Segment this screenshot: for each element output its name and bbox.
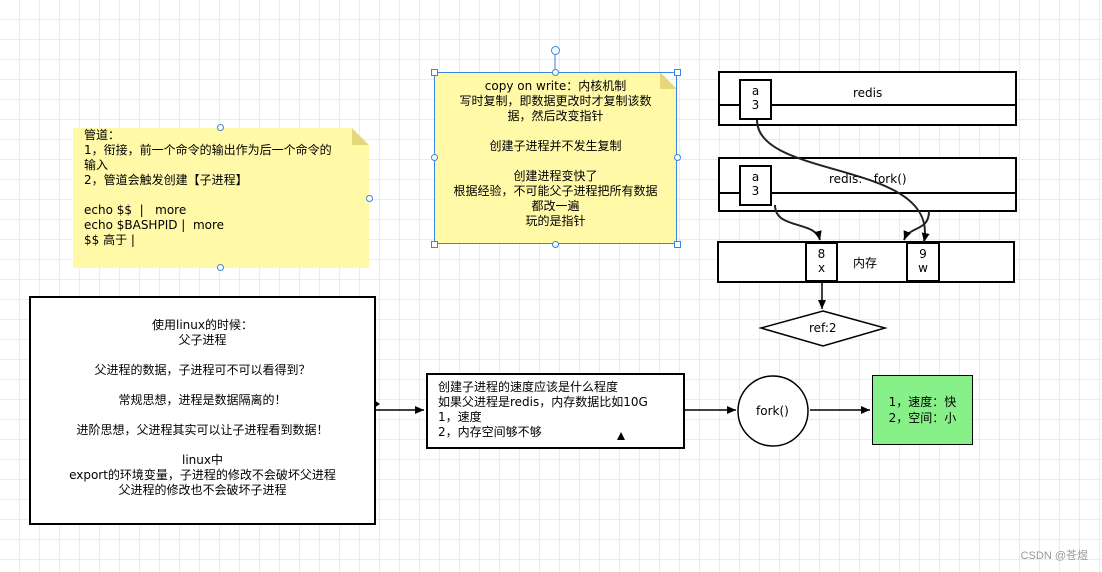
redis-child-title: redis: fork() xyxy=(829,172,907,186)
redis-parent-cell[interactable]: a 3 xyxy=(739,79,772,120)
result-box[interactable]: 1，速度：快 2，空间：小 xyxy=(872,375,973,445)
cell-key: 9 xyxy=(919,247,927,261)
arrow-child-pointer xyxy=(774,204,822,241)
note-pipe[interactable]: 管道： 1，衔接，前一个命令的输出作为后一个命令的 输入 2，管道会触发创建【子… xyxy=(73,128,369,268)
ref-diamond xyxy=(758,310,888,347)
arrow-child-copy xyxy=(903,210,930,241)
cell-key: 8 xyxy=(817,247,826,261)
redis-child-cell[interactable]: a 3 xyxy=(739,165,772,206)
linux-box-line: linux中 xyxy=(182,453,223,467)
note-pipe-line: echo $$ | more xyxy=(84,203,187,217)
connection-handle[interactable] xyxy=(431,154,438,161)
cell-value: x xyxy=(817,261,826,275)
note-cow-line: 玩的是指针 xyxy=(525,214,586,228)
linux-box-line: 父进程的数据，子进程可不可以看得到？ xyxy=(94,363,311,377)
speed-box-line: 2，内存空间够不够 xyxy=(438,425,542,439)
note-copy-on-write[interactable]: copy on write：内核机制 写时复制，即数据更改时才复制该数 据，然后… xyxy=(434,72,677,244)
connection-handle[interactable] xyxy=(217,264,224,271)
result-line: 2，空间：小 xyxy=(888,411,957,425)
note-pipe-line: 管道： xyxy=(84,128,121,142)
linux-box-line: 常规思想，进程是数据隔离的！ xyxy=(118,393,287,407)
linux-box-line: 父进程的修改也不会破坏子进程 xyxy=(118,483,287,497)
linux-box-line: 进阶思想，父进程其实可以让子进程看到数据！ xyxy=(76,423,329,437)
note-pipe-line: 2，管道会触发创建【子进程】 xyxy=(84,173,248,187)
resize-handle-ne[interactable] xyxy=(674,69,681,76)
note-cow-line: 创建子进程并不发生复制 xyxy=(489,139,622,153)
connection-handle[interactable] xyxy=(366,195,373,202)
connection-handle[interactable] xyxy=(217,124,224,131)
note-cow-line: 创建进程变快了 xyxy=(513,169,598,183)
cell-value: w xyxy=(918,261,928,275)
rotate-handle[interactable] xyxy=(551,46,560,55)
memory-box xyxy=(717,241,1015,283)
speed-box-line: 创建子进程的速度应该是什么程度 xyxy=(438,380,619,394)
note-cow-line: 都改一遍 xyxy=(531,199,580,213)
result-line: 1，速度：快 xyxy=(888,395,957,409)
note-cow-line: 根据经验，不可能父子进程把所有数据 xyxy=(453,184,658,198)
linux-box-line: 使用linux的时候： xyxy=(152,318,253,332)
linux-box-line: export的环境变量，子进程的修改不会破坏父进程 xyxy=(69,468,336,482)
connection-handle[interactable] xyxy=(552,69,559,76)
cell-key: a xyxy=(751,170,760,184)
ref-count-label: ref:2 xyxy=(809,321,837,335)
linux-process-box[interactable]: 使用linux的时候： 父子进程 父进程的数据，子进程可不可以看得到？ 常规思想… xyxy=(29,296,376,525)
memory-right-cell[interactable]: 9 w xyxy=(906,242,940,282)
fork-circle xyxy=(737,375,809,447)
linux-box-line: 父子进程 xyxy=(178,333,227,347)
redis-parent-title: redis xyxy=(853,86,883,100)
watermark: CSDN @苍煜 xyxy=(1020,550,1088,562)
connection-handle[interactable] xyxy=(674,154,681,161)
cell-key: a xyxy=(751,84,760,98)
arrow-parent-pointer xyxy=(756,119,930,243)
linux-box-line xyxy=(31,438,374,453)
fork-label: fork() xyxy=(756,404,789,418)
memory-left-cell[interactable]: 8 x xyxy=(805,242,838,282)
text-caret-icon xyxy=(617,432,625,440)
resize-handle-nw[interactable] xyxy=(431,69,438,76)
note-pipe-line: 1，衔接，前一个命令的输出作为后一个命令的 xyxy=(84,143,332,157)
selection-frame xyxy=(434,72,677,244)
resize-handle-se[interactable] xyxy=(674,241,681,248)
linux-box-line xyxy=(31,348,374,363)
resize-handle-sw[interactable] xyxy=(431,241,438,248)
note-cow-line: 据，然后改变指针 xyxy=(507,109,604,123)
memory-label: 内存 xyxy=(853,256,878,270)
cell-value: 3 xyxy=(751,184,760,198)
note-cow-line: 写时复制，即数据更改时才复制该数 xyxy=(459,94,652,108)
speed-box-line: 1，速度 xyxy=(438,410,482,424)
speed-box-line: 如果父进程是redis，内存数据比如10G xyxy=(438,395,648,409)
cell-value: 3 xyxy=(751,98,760,112)
linux-box-line xyxy=(31,378,374,393)
note-pipe-line: 输入 xyxy=(84,158,109,172)
speed-question-box[interactable]: 创建子进程的速度应该是什么程度 如果父进程是redis，内存数据比如10G 1，… xyxy=(426,373,685,449)
connection-handle[interactable] xyxy=(552,241,559,248)
linux-box-line xyxy=(31,408,374,423)
note-pipe-line xyxy=(84,188,369,203)
note-pipe-line: echo $BASHPID | more xyxy=(84,218,225,232)
note-cow-line: copy on write：内核机制 xyxy=(484,79,627,93)
note-pipe-line: $$ 高于 | xyxy=(84,233,135,247)
